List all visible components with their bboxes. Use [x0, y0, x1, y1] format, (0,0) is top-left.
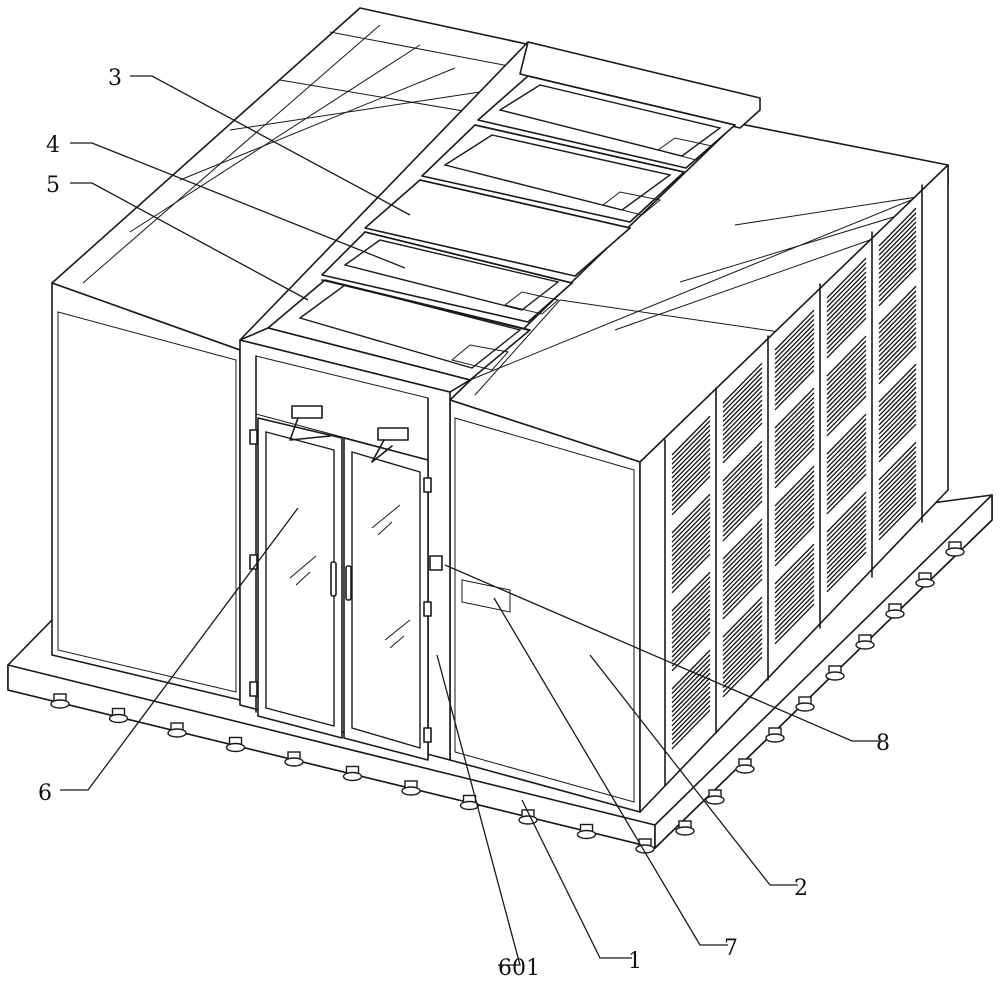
foot-pad: [856, 641, 874, 649]
foot-pad: [916, 579, 934, 587]
foot-pad: [110, 715, 128, 723]
foot-pad: [578, 831, 596, 839]
callout-601: 601: [498, 956, 540, 981]
foot-pad: [344, 773, 362, 781]
foot-pad: [886, 610, 904, 618]
foot-pad: [766, 734, 784, 742]
foot-pad: [796, 703, 814, 711]
foot-pad: [285, 758, 303, 766]
foot-pad: [402, 787, 420, 795]
foot-pad: [51, 700, 69, 708]
callout-3: 3: [108, 66, 122, 91]
callout-1: 1: [628, 949, 642, 974]
foot-pad: [676, 827, 694, 835]
door-frame: [240, 328, 470, 760]
callout-7: 7: [724, 936, 738, 961]
callout-4: 4: [46, 133, 60, 158]
callout-6: 6: [38, 781, 52, 806]
foot-pad: [736, 765, 754, 773]
foot-pad: [461, 802, 479, 810]
foot-pad: [706, 796, 724, 804]
callout-2: 2: [794, 876, 808, 901]
callout-5: 5: [46, 173, 60, 198]
callout-8: 8: [876, 731, 890, 756]
foot-pad: [826, 672, 844, 680]
foot-pad: [227, 744, 245, 752]
foot-pad: [946, 548, 964, 556]
foot-pad: [519, 816, 537, 824]
foot-pad: [168, 729, 186, 737]
